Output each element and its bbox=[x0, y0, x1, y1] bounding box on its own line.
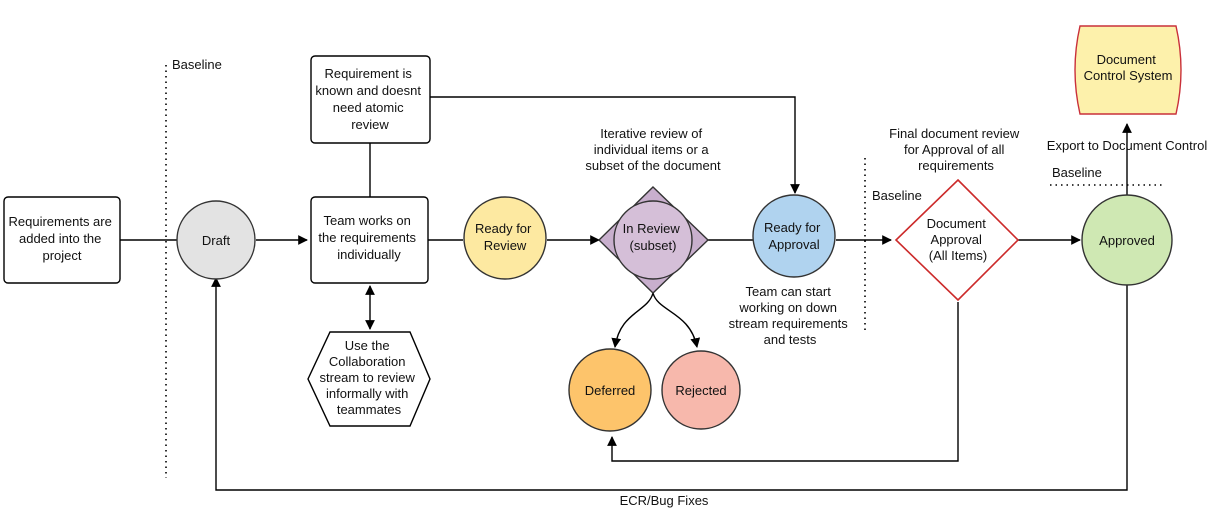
svg-text:Ready for Review: Ready for Review bbox=[475, 221, 535, 253]
svg-text:In Review (subset): In Review (subset) bbox=[623, 221, 684, 253]
rejected-circle bbox=[661, 350, 741, 430]
rejected-label: Rejected bbox=[675, 383, 726, 398]
ready-for-approval-line-2: Approval bbox=[768, 237, 819, 252]
collaboration-line-5: teammates bbox=[337, 402, 402, 417]
team-can-start-line-4: and tests bbox=[764, 332, 817, 347]
final-review-line-2: for Approval of all bbox=[904, 142, 1005, 157]
requirements-added-line-3: project bbox=[42, 248, 81, 263]
ready-for-review-line-2: Review bbox=[484, 238, 527, 253]
collaboration-line-2: Collaboration bbox=[329, 354, 406, 369]
svg-text:Requirement is known and: Requirement is known and doesnt need ato… bbox=[315, 66, 424, 132]
baseline-markers: Baseline Baseline Baseline bbox=[165, 57, 1165, 478]
document-approval-line-3: (All Items) bbox=[929, 248, 988, 263]
requirements-added-line-2: added into the bbox=[19, 231, 101, 246]
edge-in-review-to-rejected bbox=[652, 292, 701, 348]
document-control-line-1: Document bbox=[1097, 52, 1157, 67]
in-review-line-1: In Review bbox=[623, 221, 681, 236]
node-team-works: Team works on the requirements individua… bbox=[310, 196, 429, 284]
team-can-start-line-1: Team can start bbox=[746, 284, 832, 299]
requirement-known-line-2: known and doesnt bbox=[315, 83, 421, 98]
node-rejected: Rejected bbox=[661, 350, 741, 430]
requirement-known-line-1: Requirement is bbox=[324, 66, 412, 81]
node-requirements-added: Requirements are added into the project bbox=[3, 196, 121, 284]
draft-circle bbox=[176, 200, 256, 280]
svg-text:Requirements are added i: Requirements are added into the project bbox=[9, 214, 116, 263]
connectors bbox=[120, 96, 1132, 491]
edge-in-review-to-deferred bbox=[611, 292, 654, 348]
iterative-review-note: Iterative review of individual items or … bbox=[585, 126, 721, 173]
svg-text:Document Approval: Document Approval (All Items) bbox=[927, 216, 990, 263]
ready-for-review-line-1: Ready for bbox=[475, 221, 532, 236]
team-works-line-2: the requirements bbox=[318, 230, 416, 245]
collaboration-line-3: stream to review bbox=[320, 370, 416, 385]
final-review-line-3: requirements bbox=[918, 158, 994, 173]
node-collaboration: Use the Collaboration stream to review i… bbox=[307, 331, 431, 427]
requirement-known-line-4: review bbox=[351, 117, 389, 132]
team-can-start-note: Team can start working on down stream re… bbox=[729, 284, 852, 347]
team-can-start-line-2: working on down bbox=[738, 300, 837, 315]
deferred-circle bbox=[568, 348, 652, 432]
iterative-review-line-3: subset of the document bbox=[585, 158, 721, 173]
ready-for-review-circle bbox=[463, 196, 547, 280]
ready-for-approval-circle bbox=[752, 194, 836, 278]
document-control-shape bbox=[1074, 25, 1182, 115]
svg-text:Use the Collaboration: Use the Collaboration stream to review i… bbox=[320, 338, 419, 417]
document-approval-line-2: Approval bbox=[931, 232, 982, 247]
baseline-label-3: Baseline bbox=[1052, 165, 1102, 180]
team-works-line-1: Team works on bbox=[323, 213, 410, 228]
in-review-line-2: (subset) bbox=[630, 238, 677, 253]
document-approval-line-1: Document bbox=[927, 216, 987, 231]
draft-label: Draft bbox=[202, 233, 231, 248]
iterative-review-line-1: Iterative review of bbox=[600, 126, 702, 141]
final-review-line-1: Final document review bbox=[889, 126, 1020, 141]
annotations: Iterative review of individual items or … bbox=[585, 126, 1207, 508]
node-draft: Draft bbox=[176, 200, 256, 280]
collaboration-line-1: Use the bbox=[345, 338, 390, 353]
svg-text:Ready for Approval: Ready for Approval bbox=[764, 220, 824, 252]
node-document-control-system: Document Control System bbox=[1074, 25, 1182, 115]
node-approved: Approved bbox=[1081, 194, 1173, 286]
edge-known-to-ready-approval bbox=[430, 96, 800, 194]
deferred-label: Deferred bbox=[585, 383, 636, 398]
requirement-known-line-3: need atomic bbox=[333, 100, 404, 115]
node-document-approval: Document Approval (All Items) bbox=[894, 178, 1020, 302]
approved-circle bbox=[1081, 194, 1173, 286]
node-ready-for-approval: Ready for Approval bbox=[752, 194, 836, 278]
requirements-added-line-1: Requirements are bbox=[9, 214, 112, 229]
iterative-review-line-2: individual items or a bbox=[594, 142, 710, 157]
document-control-line-2: Control System bbox=[1084, 68, 1173, 83]
export-label: Export to Document Control bbox=[1047, 138, 1208, 153]
in-review-circle bbox=[613, 200, 693, 280]
baseline-label-1: Baseline bbox=[172, 57, 222, 72]
svg-text:Team works on the requir: Team works on the requirements individua… bbox=[318, 213, 419, 262]
baseline-label-2: Baseline bbox=[872, 188, 922, 203]
collaboration-line-4: informally with bbox=[326, 386, 408, 401]
approved-label: Approved bbox=[1099, 233, 1155, 248]
node-requirement-known: Requirement is known and doesnt need ato… bbox=[310, 55, 431, 144]
node-in-review: In Review (subset) bbox=[598, 186, 710, 294]
team-works-line-3: individually bbox=[337, 247, 401, 262]
team-can-start-line-3: stream requirements bbox=[729, 316, 849, 331]
edge-ecr-bug-fixes bbox=[211, 277, 1128, 491]
svg-text:Document Control System: Document Control System bbox=[1084, 52, 1173, 83]
document-approval-diamond bbox=[894, 178, 1020, 302]
node-deferred: Deferred bbox=[568, 348, 652, 432]
edge-doc-approval-to-deferred bbox=[607, 302, 959, 462]
node-ready-for-review: Ready for Review bbox=[463, 196, 547, 280]
ready-for-approval-line-1: Ready for bbox=[764, 220, 821, 235]
final-document-review-note: Final document review for Approval of al… bbox=[889, 126, 1023, 173]
ecr-bug-fixes-label: ECR/Bug Fixes bbox=[620, 493, 709, 508]
